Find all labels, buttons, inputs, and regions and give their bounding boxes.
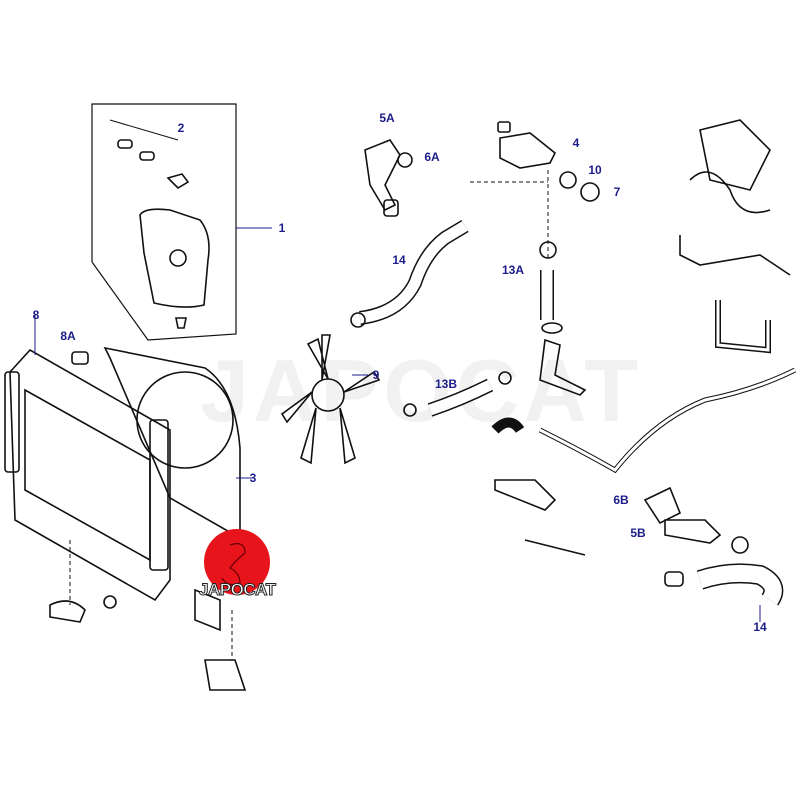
fan-shroud [103,346,252,540]
callout-8a[interactable]: 8A [60,329,76,343]
callout-9[interactable]: 9 [372,368,380,382]
callout-13b[interactable]: 13B [434,377,458,391]
thermostat-housing [470,121,600,260]
hose-13a [539,241,587,396]
callout-6a[interactable]: 6A [424,150,440,164]
callout-8[interactable]: 8 [32,308,40,322]
water-outlet-lower-hose [643,486,784,622]
watermark: JAPOCAT [200,341,642,440]
callout-7[interactable]: 7 [613,185,621,199]
japocat-logo-emblem [221,543,246,586]
callout-5a[interactable]: 5A [379,111,395,125]
callout-3[interactable]: 3 [249,471,257,485]
hose-13b [403,371,525,434]
callout-4[interactable]: 4 [572,136,580,150]
heater-pipes [538,119,797,474]
callout-10[interactable]: 10 [588,163,602,177]
callout-14-lower[interactable]: 14 [753,620,767,634]
callout-13a[interactable]: 13A [501,263,525,277]
callout-5b[interactable]: 5B [630,526,646,540]
upper-radiator-hose [350,139,469,328]
reservoir-tank-group [91,103,272,341]
japocat-logo-text: JAPOCAT [198,580,276,600]
callout-6b[interactable]: 6B [613,493,629,507]
callout-14-upper[interactable]: 14 [392,253,406,267]
callout-2[interactable]: 2 [177,121,185,135]
radiator [4,315,171,602]
callout-1[interactable]: 1 [278,221,286,235]
cooling-fan [280,334,381,465]
japocat-logo-circle [204,529,270,595]
brackets [49,479,586,691]
